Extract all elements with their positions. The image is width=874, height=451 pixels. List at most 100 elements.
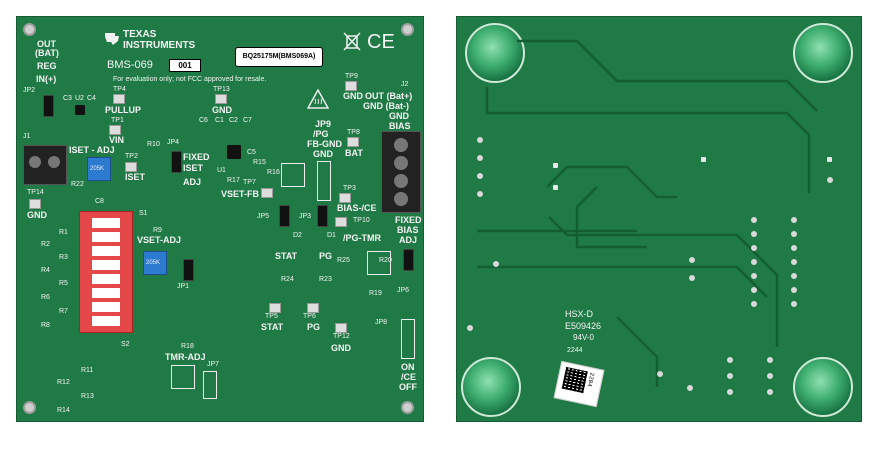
disclaimer: For evaluation only; not FCC approved fo… (113, 76, 267, 83)
label-jp3: JP3 (299, 213, 312, 220)
label-r18: R18 (181, 343, 194, 350)
label-r24: R24 (281, 276, 294, 283)
pad (751, 231, 757, 237)
pad (727, 357, 733, 363)
label-tp10: TP10 (353, 217, 370, 224)
label-r14: R14 (57, 407, 70, 414)
label-c1: C1 (215, 117, 224, 124)
potentiometer-vset: 205K (143, 251, 167, 275)
label-r12: R12 (57, 379, 70, 386)
qr-code-icon (561, 366, 588, 394)
testpoint-tp6 (307, 303, 319, 313)
label-r9: R9 (153, 227, 162, 234)
label-iset-adj: ISET - ADJ (69, 145, 115, 155)
pad (751, 287, 757, 293)
label-jp9: JP9 (315, 119, 332, 129)
header-jp9 (317, 161, 331, 201)
jumper-jp5 (279, 205, 290, 227)
label-stat-tp5: STAT (261, 322, 284, 332)
label-off: OFF (399, 382, 417, 392)
back-marking-3: 94V-0 (573, 333, 594, 342)
pad (791, 301, 797, 307)
testpoint-tp14 (29, 199, 41, 209)
pad (553, 163, 558, 168)
label-j1: J1 (23, 133, 31, 140)
label-r4: R4 (41, 267, 50, 274)
pad (493, 261, 499, 267)
label-r16: R16 (267, 169, 280, 176)
label-r15: R15 (253, 159, 266, 166)
label-tp1: TP1 (111, 117, 124, 124)
label-tp6: TP6 (303, 313, 316, 320)
label-r23: R23 (319, 276, 332, 283)
brand-line1: TEXAS (123, 29, 157, 40)
pad (791, 231, 797, 237)
label-bias-ce: BIAS-/CE (337, 203, 377, 213)
testpoint-tp13 (215, 94, 227, 104)
label-r5: R5 (59, 280, 68, 287)
testpoint-tp1 (109, 125, 121, 135)
rubber-foot (461, 357, 521, 417)
label-s2: S2 (121, 341, 130, 348)
label-iset: ISET (183, 163, 204, 173)
dip-switch-s1[interactable] (79, 211, 133, 333)
label-tp5: TP5 (265, 313, 278, 320)
mounting-hole (401, 23, 414, 36)
mounting-hole (401, 401, 414, 414)
label-fixed-2: FIXED (395, 215, 422, 225)
label-r2: R2 (41, 241, 50, 248)
pad (467, 325, 473, 331)
label-r1: R1 (59, 229, 68, 236)
pad (477, 155, 483, 161)
ti-logo-icon (105, 33, 119, 45)
label-jp7: JP7 (207, 361, 220, 368)
testpoint-tp7 (261, 188, 273, 198)
serial-label: 001 (169, 59, 201, 72)
label-adj: ADJ (183, 177, 202, 187)
jumper-jp2 (43, 95, 54, 117)
jumper-jp3 (317, 205, 328, 227)
trace-pattern (477, 39, 818, 387)
label-r25: R25 (337, 257, 350, 264)
label-r10: R10 (147, 141, 160, 148)
label-r20: R20 (379, 257, 392, 264)
testpoint-tp3 (339, 193, 351, 203)
label-fixed: FIXED (183, 152, 210, 162)
weee-bin-icon (343, 32, 361, 51)
pad (727, 373, 733, 379)
label-gnd-jp9: GND (313, 149, 333, 159)
left-header-out: OUT (37, 39, 56, 49)
label-pg: /PG (313, 129, 329, 139)
pad (751, 259, 757, 265)
label-r11: R11 (81, 367, 94, 374)
testpoint-tp2 (125, 162, 137, 172)
label-gnd-tp12: GND (331, 343, 351, 353)
testpoint-tp9 (345, 81, 357, 91)
label-gnd-j2: GND (389, 111, 409, 121)
label-gnd-tp13: GND (212, 105, 232, 115)
label-gnd-tp9: GND (343, 91, 363, 101)
left-header-bat: (BAT) (35, 48, 59, 58)
label-c6: C6 (199, 117, 208, 124)
label-pullup: PULLUP (105, 105, 141, 115)
label-tmr-adj: TMR-ADJ (165, 352, 206, 362)
testpoint-tp5 (269, 303, 281, 313)
testpoint-tp12 (335, 323, 347, 333)
testpoint-tp10 (335, 217, 347, 227)
label-jp1: JP1 (177, 283, 190, 290)
label-bias: BIAS (389, 121, 411, 131)
label-u1: U1 (217, 167, 226, 174)
jumper-jp6 (403, 249, 414, 271)
label-pg: PG (319, 251, 333, 261)
label-jp2: JP2 (23, 87, 36, 94)
rubber-foot (793, 23, 853, 83)
label-jp8: JP8 (375, 319, 388, 326)
label-c5: C5 (247, 149, 256, 156)
mounting-hole (23, 23, 36, 36)
label-r13: R13 (81, 393, 94, 400)
pcb-front: TEXAS INSTRUMENTS BMS-069 001 BQ25175M(B… (16, 16, 424, 422)
header-jp7 (203, 371, 217, 399)
qr-text: 2204 (585, 371, 596, 388)
label-vin: VIN (109, 135, 125, 145)
pad (553, 185, 558, 190)
